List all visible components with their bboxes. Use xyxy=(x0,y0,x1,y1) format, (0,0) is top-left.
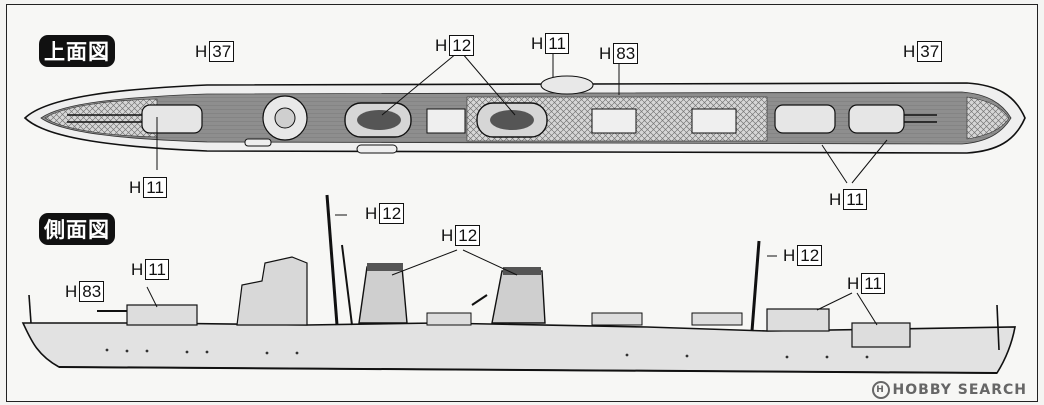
callout-h83-side: H 83 xyxy=(65,281,105,302)
callout-h12-side-aftmast: H 12 xyxy=(783,245,823,266)
callout-h83-top: H 83 xyxy=(599,43,639,64)
part-number-box: 37 xyxy=(209,41,235,62)
part-number-box: 37 xyxy=(917,41,943,62)
callout-h11-top: H 11 xyxy=(531,33,569,54)
part-number-box: 83 xyxy=(79,281,105,302)
callout-h37-bow: H 37 xyxy=(195,41,235,62)
part-number-box: 11 xyxy=(545,33,569,54)
callout-h12-top: H 12 xyxy=(435,35,475,56)
part-number-box: 12 xyxy=(449,35,475,56)
side-view-ship xyxy=(21,194,1016,374)
side-leader-lines xyxy=(146,214,878,326)
callout-h37-stern: H 37 xyxy=(903,41,943,62)
top-view-ship xyxy=(23,75,1026,154)
part-number-box: 12 xyxy=(455,225,481,246)
ship-drawings xyxy=(21,47,1026,374)
part-number-box: 12 xyxy=(379,203,405,224)
part-number-box: 83 xyxy=(613,43,639,64)
instruction-sheet: 上面図 側面図 H 37 H 12 H 11 H 83 H 37 H 11 H … xyxy=(6,4,1038,402)
part-number-box: 11 xyxy=(843,189,867,210)
callout-h11-top-stern: H 11 xyxy=(829,189,867,210)
callout-h11-top-bow: H 11 xyxy=(129,177,167,198)
side-view-label: 側面図 xyxy=(39,213,115,245)
callout-h11-side-bow: H 11 xyxy=(131,259,169,280)
callout-h12-side-funnels: H 12 xyxy=(441,225,481,246)
part-number-box: 11 xyxy=(145,259,169,280)
part-number-box: 11 xyxy=(861,273,885,294)
top-view-label: 上面図 xyxy=(39,35,115,67)
top-leader-lines xyxy=(156,47,888,184)
part-number-box: 11 xyxy=(143,177,167,198)
part-number-box: 12 xyxy=(797,245,823,266)
callout-h12-side-mast: H 12 xyxy=(365,203,405,224)
hobby-search-logo-icon: H xyxy=(871,381,890,399)
callout-h11-side-stern: H 11 xyxy=(847,273,885,294)
